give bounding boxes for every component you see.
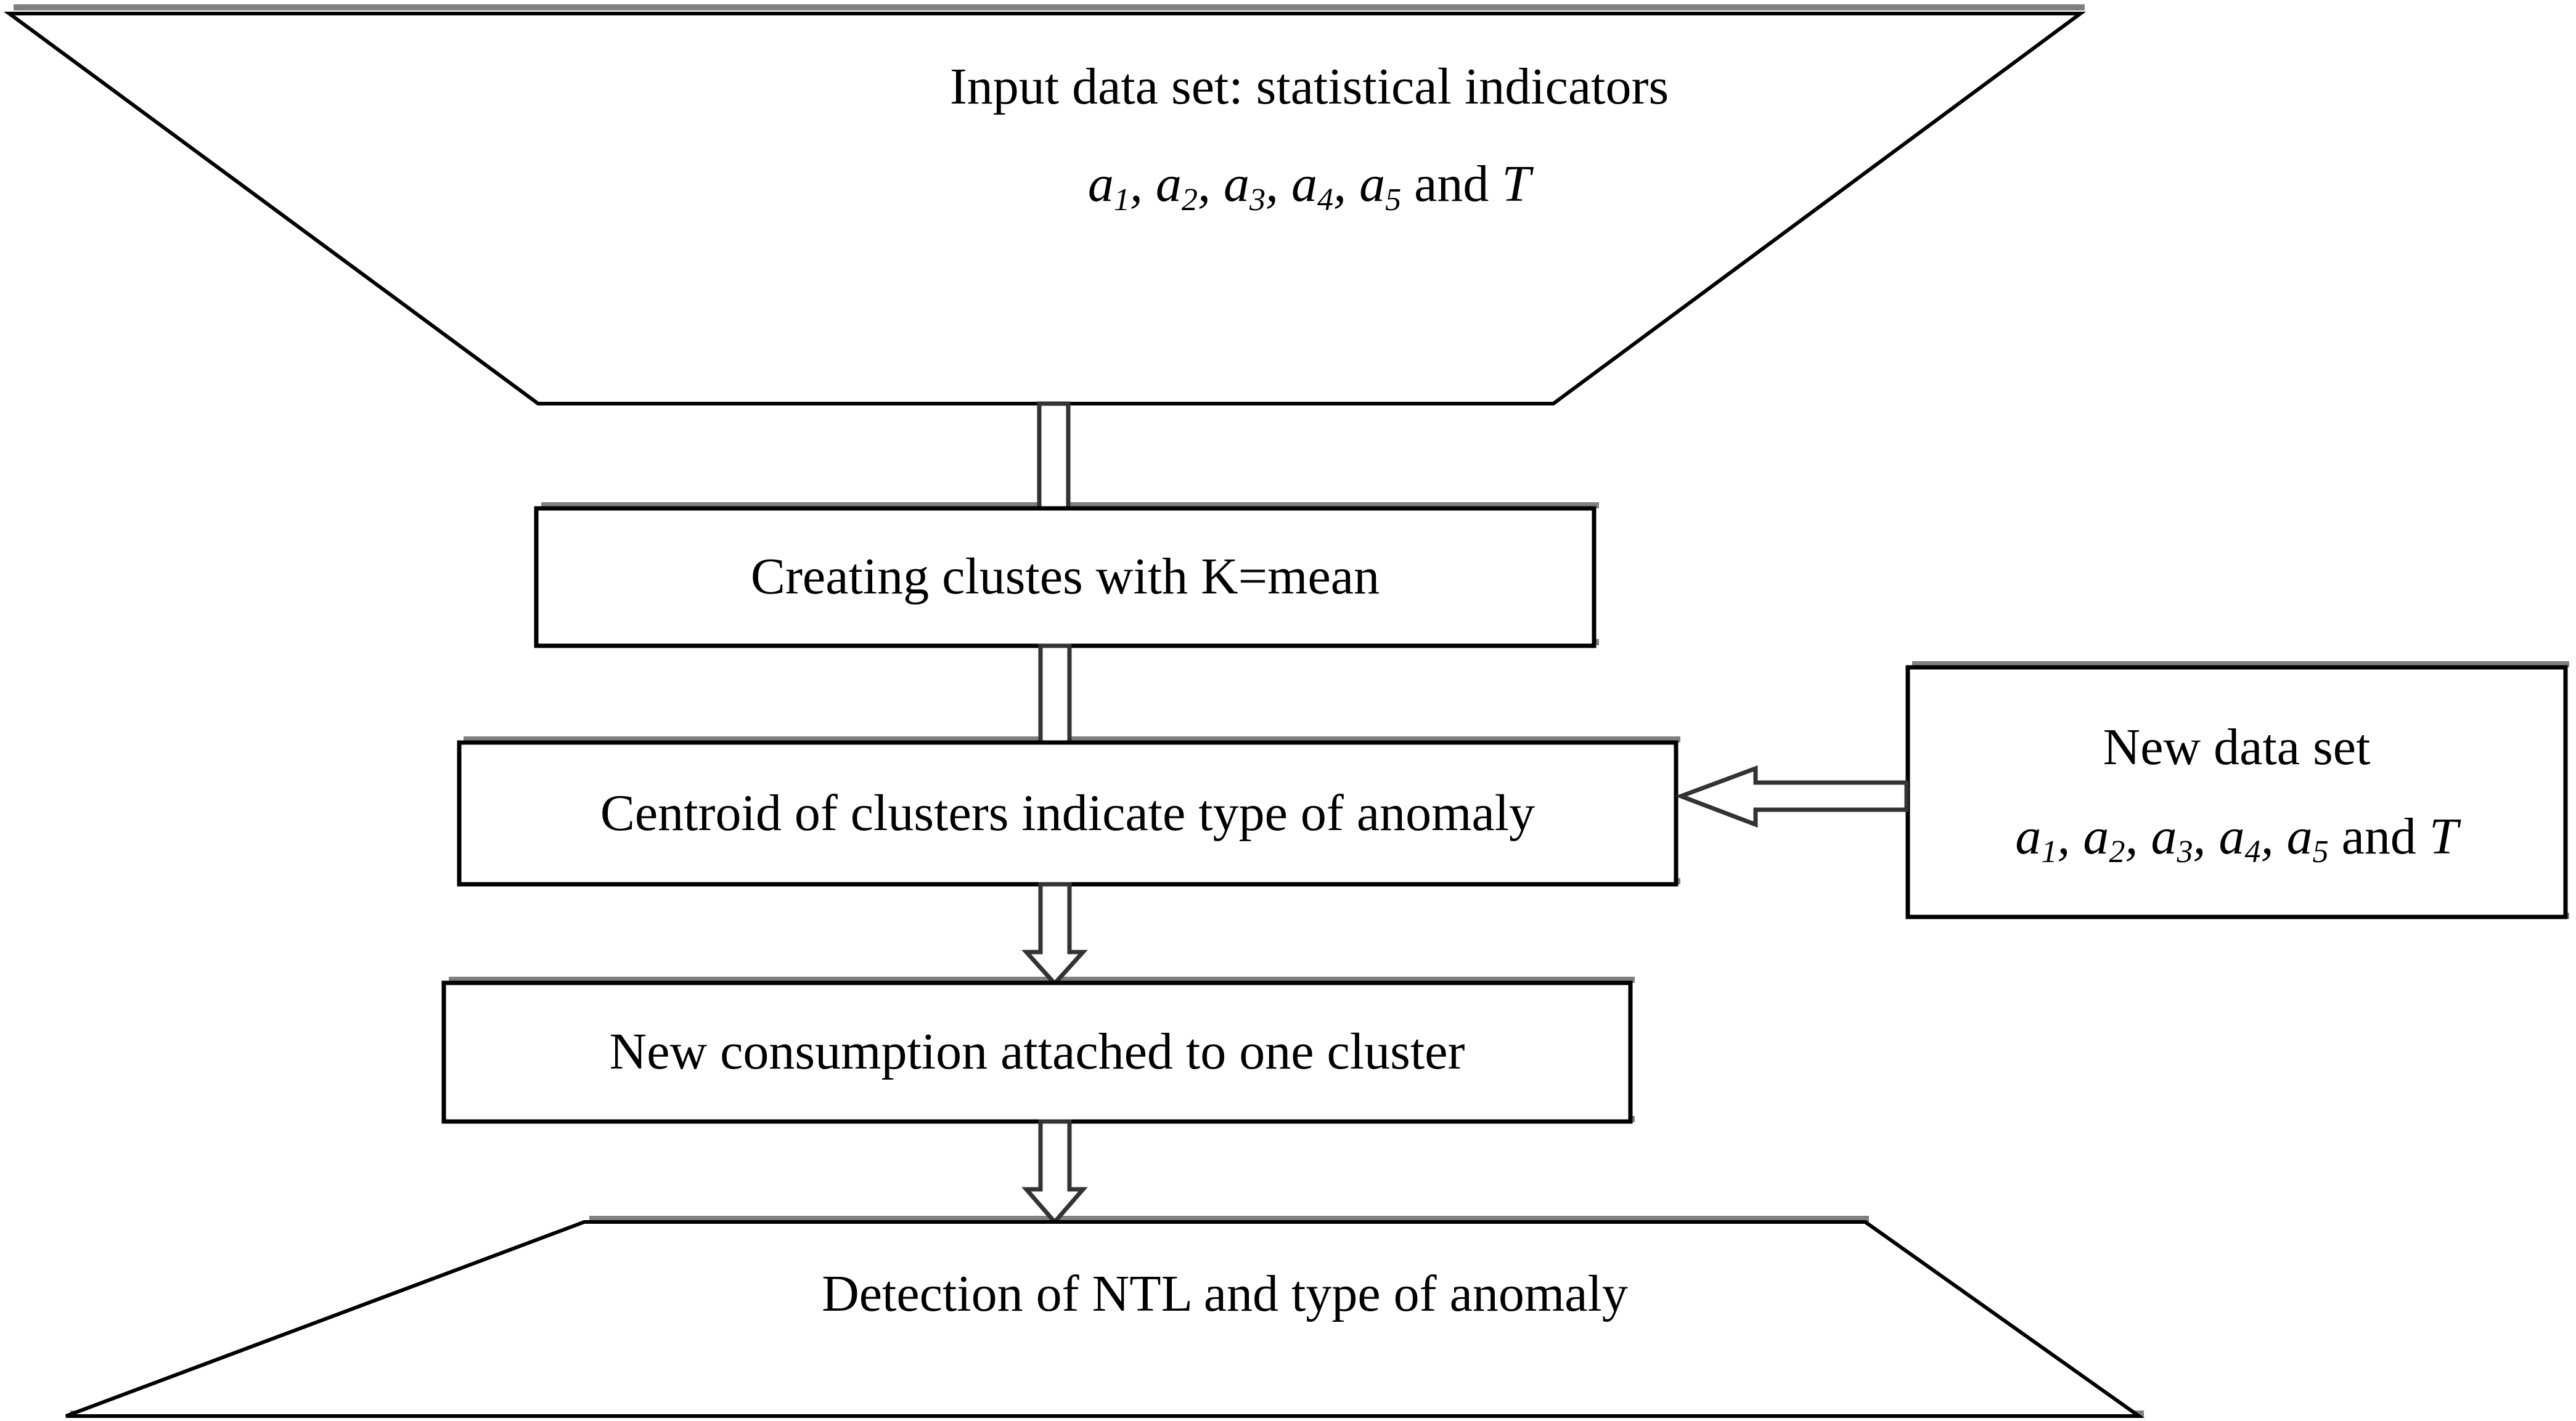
detection-trapezoid bbox=[65, 1220, 2145, 1418]
input-data-trapezoid bbox=[3, 12, 2087, 405]
arrow-centroid-to-consumption bbox=[1021, 882, 1088, 987]
arrow-newdata-to-centroid bbox=[1675, 765, 1909, 828]
new-data-set-box bbox=[1905, 665, 2568, 919]
centroid-box bbox=[457, 740, 1678, 887]
create-clusters-box bbox=[534, 506, 1597, 648]
arrow-consumption-to-detection bbox=[1021, 1119, 1088, 1226]
new-consumption-box bbox=[441, 980, 1633, 1124]
